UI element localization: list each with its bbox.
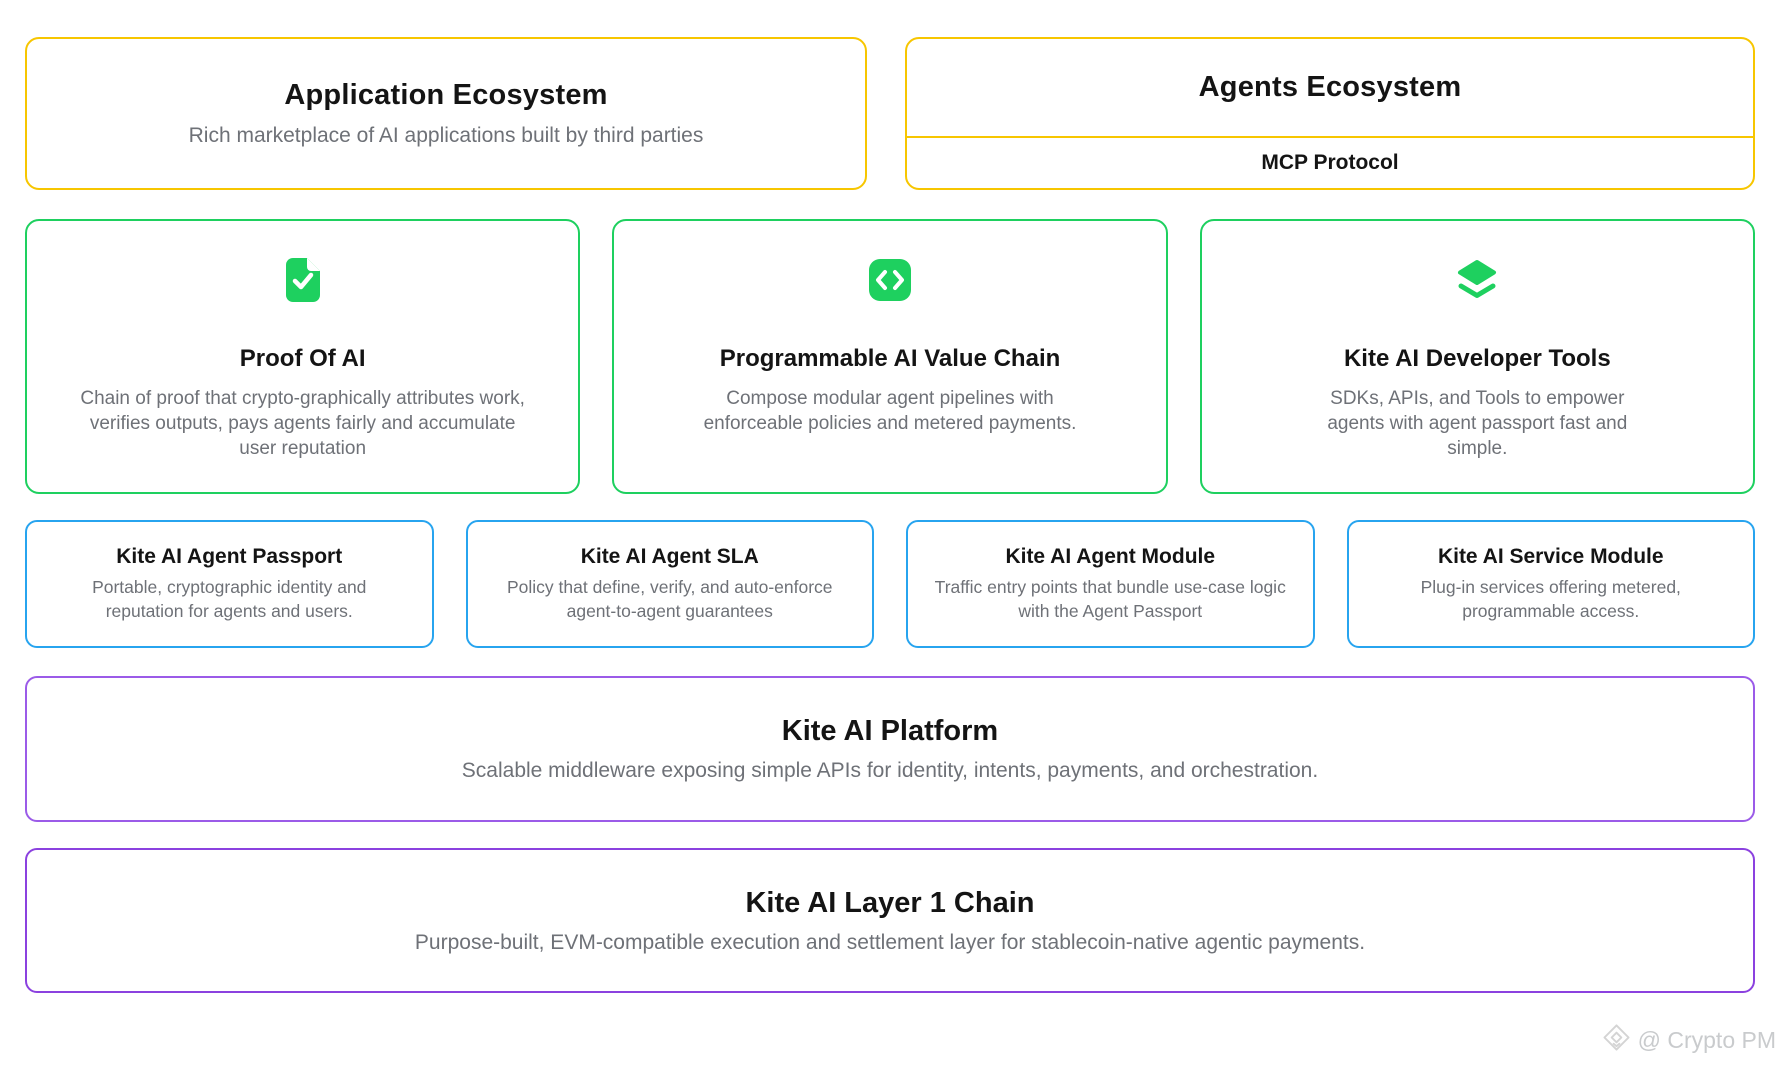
module-description: Plug-in services offering metered, progr… — [1420, 576, 1681, 621]
document-check-icon — [285, 257, 320, 303]
feature-card-proof-of-ai: Proof Of AI Chain of proof that crypto-g… — [25, 219, 581, 494]
kite-ai-layer1-chain-band: Kite AI Layer 1 Chain Purpose-built, EVM… — [25, 848, 1755, 993]
module-card-agent-passport: Kite AI Agent Passport Portable, cryptog… — [25, 520, 434, 648]
feature-card-kite-ai-developer-tools: Kite AI Developer Tools SDKs, APIs, and … — [1199, 219, 1755, 494]
chain-title: Kite AI Layer 1 Chain — [745, 886, 1035, 919]
kite-ai-platform-band: Kite AI Platform Scalable middleware exp… — [25, 676, 1755, 822]
feature-title: Kite AI Developer Tools — [1343, 345, 1611, 372]
platform-title: Kite AI Platform — [781, 715, 999, 747]
agents-ecosystem-title: Agents Ecosystem — [1198, 71, 1462, 103]
code-brackets-icon — [868, 257, 911, 303]
feature-title: Programmable AI Value Chain — [719, 345, 1061, 372]
platform-subtitle: Scalable middleware exposing simple APIs… — [461, 759, 1319, 782]
application-ecosystem-title: Application Ecosystem — [284, 79, 608, 111]
module-row: Kite AI Agent Passport Portable, cryptog… — [25, 520, 1755, 648]
feature-card-programmable-ai-value-chain: Programmable AI Value Chain Compose modu… — [612, 219, 1168, 494]
application-ecosystem-subtitle: Rich marketplace of AI applications buil… — [188, 124, 704, 147]
feature-description: Chain of proof that crypto-graphically a… — [80, 388, 525, 460]
watermark-label: @ Crypto PM — [1637, 1027, 1776, 1053]
module-card-service-module: Kite AI Service Module Plug-in services … — [1346, 520, 1755, 648]
feature-title: Proof Of AI — [239, 345, 366, 372]
module-title: Kite AI Service Module — [1437, 544, 1664, 568]
agents-ecosystem-card: Agents Ecosystem MCP Protocol — [905, 37, 1755, 190]
module-card-agent-module: Kite AI Agent Module Traffic entry point… — [906, 520, 1315, 648]
mcp-protocol-label: MCP Protocol — [1261, 151, 1399, 174]
diagram-stack: Application Ecosystem Rich marketplace o… — [25, 37, 1755, 993]
layers-icon — [1455, 257, 1499, 303]
module-title: Kite AI Agent SLA — [580, 544, 759, 568]
module-title: Kite AI Agent Passport — [116, 544, 343, 568]
agents-ecosystem-header: Agents Ecosystem — [907, 39, 1753, 136]
feature-description: SDKs, APIs, and Tools to empower agents … — [1327, 388, 1628, 460]
module-description: Portable, cryptographic identity and rep… — [92, 576, 367, 621]
module-title: Kite AI Agent Module — [1005, 544, 1216, 568]
watermark-logo-icon — [1603, 1024, 1630, 1057]
module-description: Traffic entry points that bundle use-cas… — [934, 576, 1286, 621]
chain-subtitle: Purpose-built, EVM-compatible execution … — [414, 930, 1366, 954]
ecosystem-row: Application Ecosystem Rich marketplace o… — [25, 37, 1755, 190]
feature-row: Proof Of AI Chain of proof that crypto-g… — [25, 219, 1755, 494]
watermark: @ Crypto PM — [1603, 1024, 1776, 1057]
module-card-agent-sla: Kite AI Agent SLA Policy that define, ve… — [465, 520, 874, 648]
application-ecosystem-card: Application Ecosystem Rich marketplace o… — [25, 37, 867, 190]
feature-description: Compose modular agent pipelines with enf… — [703, 388, 1077, 435]
module-description: Policy that define, verify, and auto-enf… — [506, 576, 833, 621]
agents-ecosystem-divider — [907, 136, 1753, 138]
mcp-protocol-section: MCP Protocol — [907, 138, 1753, 188]
